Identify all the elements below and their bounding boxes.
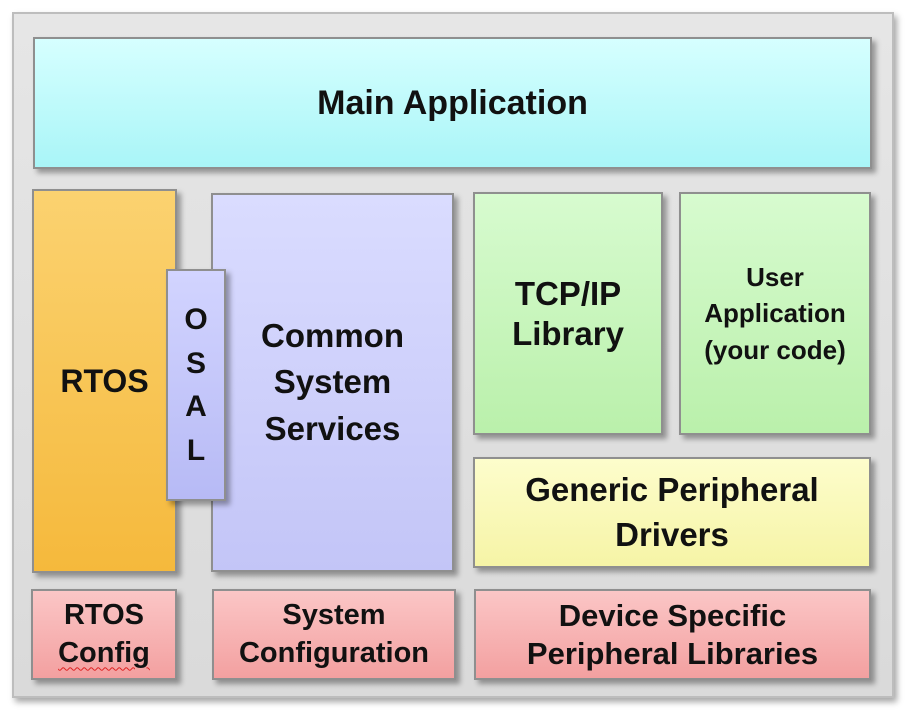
common-system-services-line-3: Services (264, 409, 401, 447)
main-application-label: Main Application (317, 83, 588, 122)
common-system-services-line-2: System (273, 363, 392, 401)
device-specific-peripheral-libraries-line-2: Peripheral Libraries (526, 635, 819, 671)
device-specific-peripheral-libraries-line-1: Device Specific (558, 598, 787, 634)
user-application-line-3: (your code) (704, 334, 846, 365)
user-application-line-2: Application (704, 298, 846, 329)
tcpip-library-block: TCP/IP Library (473, 192, 663, 435)
system-configuration-block: System Configuration (212, 589, 456, 680)
common-system-services-block: Common System Services (211, 193, 454, 572)
osal-letter-l: L (186, 433, 206, 467)
tcpip-library-line-2: Library (512, 314, 624, 352)
user-application-block: User Application (your code) (679, 192, 871, 435)
rtos-label: RTOS (60, 362, 149, 399)
main-application-block: Main Application (33, 37, 872, 169)
tcpip-library-line-1: TCP/IP (514, 274, 622, 312)
system-configuration-line-1: System (282, 598, 386, 631)
user-application-line-1: User (746, 261, 804, 292)
rtos-config-line-2: Config (58, 636, 150, 669)
osal-block: O S A L (166, 269, 226, 501)
system-configuration-line-2: Configuration (238, 636, 430, 669)
device-specific-peripheral-libraries-block: Device Specific Peripheral Libraries (474, 589, 871, 680)
generic-peripheral-drivers-block: Generic Peripheral Drivers (473, 457, 871, 568)
osal-letter-o: O (184, 303, 208, 336)
generic-peripheral-drivers-line-2: Drivers (615, 515, 729, 553)
rtos-block: RTOS (32, 189, 177, 573)
generic-peripheral-drivers-line-1: Generic Peripheral (525, 470, 819, 508)
osal-letter-a: A (185, 390, 207, 423)
rtos-config-line-1: RTOS (63, 598, 145, 631)
osal-letter-s: S (185, 346, 206, 380)
common-system-services-line-1: Common (261, 317, 404, 355)
rtos-config-block: RTOS Config (31, 589, 177, 680)
